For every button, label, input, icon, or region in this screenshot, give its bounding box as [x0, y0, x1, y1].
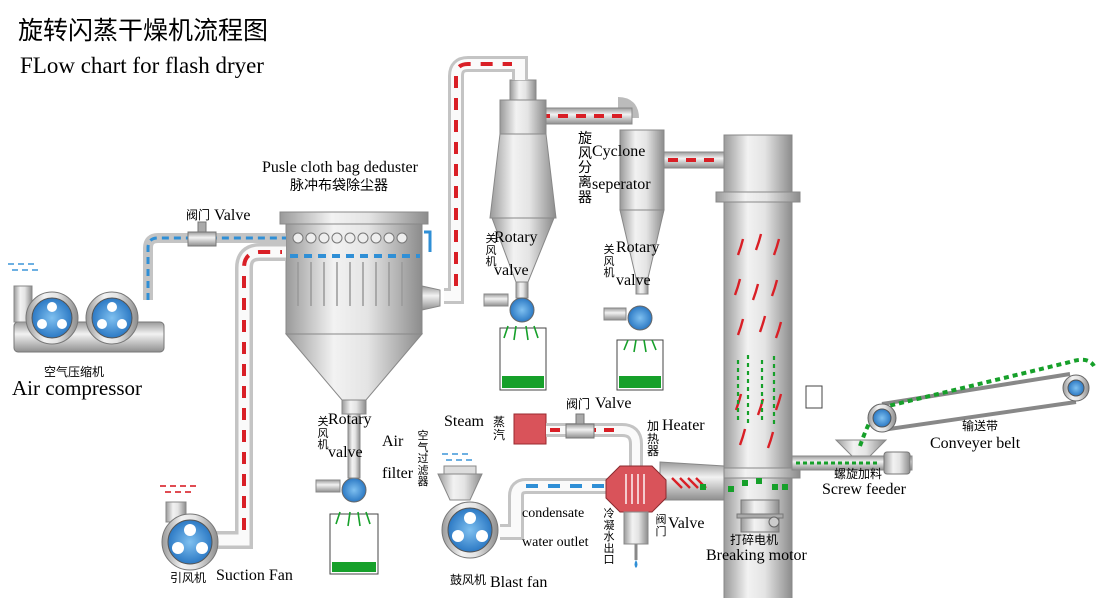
valve-mid-cn: 阀门	[566, 397, 591, 411]
heater-cn: 加热器	[646, 419, 659, 459]
heater-en: Heater	[662, 417, 705, 434]
heater	[605, 465, 667, 568]
blast-fan-pipe	[500, 478, 620, 540]
condensate-cn: 冷凝水出口	[603, 507, 615, 567]
rotary-valve-1-en1: Rotary	[494, 229, 538, 246]
condensate-label-1: condensate	[522, 506, 585, 521]
condensate-label-2: water outlet	[522, 535, 589, 550]
air-filter	[437, 453, 483, 501]
breaking-motor-cn: 打碎电机	[730, 533, 779, 547]
air-compressor-cn: 空气压缩机	[44, 365, 105, 379]
intake-dashes	[8, 263, 38, 271]
rotary-valve-3-en2: valve	[328, 444, 363, 461]
rotary-valve-3-en1: Rotary	[328, 411, 372, 428]
blast-fan-cn: 鼓风机	[450, 573, 487, 587]
suction-fan-cn: 引风机	[170, 571, 207, 585]
cyclone-cn: 旋风分离器	[578, 131, 592, 206]
deduster-label-cn: 脉冲布袋除尘器	[290, 178, 388, 194]
breaking-motor-en: Breaking motor	[706, 547, 807, 564]
rotary-valve-2-en2: valve	[616, 272, 651, 289]
duct-tower-to-cyclone	[663, 151, 725, 169]
inspection-window	[805, 385, 823, 409]
discharge-spray	[623, 339, 657, 353]
screw-feeder	[791, 439, 913, 475]
suction-fan	[160, 485, 219, 571]
rotary-valve-3-cn: 关风机	[317, 415, 329, 452]
valve-bottom-cn: 阀门	[655, 513, 667, 538]
screw-feeder-cn: 螺旋加料	[834, 467, 883, 481]
rotary-valve-2-cn: 关风机	[603, 243, 615, 280]
deduster-label-en: Pusle cloth bag deduster	[262, 159, 418, 176]
bag-deduster	[279, 211, 441, 415]
compressed-air-pipe	[143, 221, 286, 300]
air-filter-cn: 空气过滤器	[417, 429, 429, 489]
suction-fan-pipe	[216, 243, 286, 549]
filter-bags	[297, 262, 403, 306]
conveyer-belt-en: Conveyer belt	[930, 435, 1021, 452]
valve-bottom-en: Valve	[668, 515, 705, 532]
air-compressor	[8, 263, 165, 353]
pulse-nozzles	[292, 232, 408, 244]
rotary-valve-1-en2: valve	[494, 262, 529, 279]
conveyer-belt	[858, 357, 1096, 447]
duct-cyclone-to-cyclone	[535, 107, 633, 125]
title-chinese: 旋转闪蒸干燥机流程图	[18, 16, 269, 45]
blast-fan-en: Blast fan	[490, 574, 548, 591]
particle-squares	[700, 478, 788, 492]
steam-line	[513, 413, 643, 466]
steam-en: Steam	[444, 413, 484, 430]
air-compressor-en: Air compressor	[12, 376, 143, 400]
suction-fan-en: Suction Fan	[216, 567, 293, 584]
air-filter-en1: Air	[382, 433, 404, 450]
discharge-spray-2	[503, 325, 539, 341]
rotary-valve-deduster	[315, 413, 379, 575]
cyclone-en1: Cyclone	[592, 143, 646, 160]
steam-cn: 蒸汽	[492, 415, 505, 442]
cyclone-en2: seperator	[592, 176, 651, 193]
cyclone-2	[483, 79, 557, 391]
rotary-valve-2-en1: Rotary	[616, 239, 660, 256]
screw-feeder-en: Screw feeder	[822, 481, 906, 498]
valve-top-en: Valve	[214, 207, 251, 224]
title-english: FLow chart for flash dryer	[20, 53, 264, 78]
rotary-valve-1-cn: 关风机	[485, 232, 497, 269]
breaking-motor	[736, 499, 784, 533]
particle-flow	[736, 355, 776, 425]
valve-top-cn: 阀门	[186, 208, 211, 222]
air-filter-en2: filter	[382, 465, 414, 482]
blast-fan	[441, 501, 499, 559]
pipe-deduster-to-cyclone	[444, 56, 528, 304]
conveyer-belt-cn: 输送带	[962, 419, 999, 433]
exhaust-dashes	[160, 485, 196, 493]
valve-mid-en: Valve	[595, 395, 632, 412]
